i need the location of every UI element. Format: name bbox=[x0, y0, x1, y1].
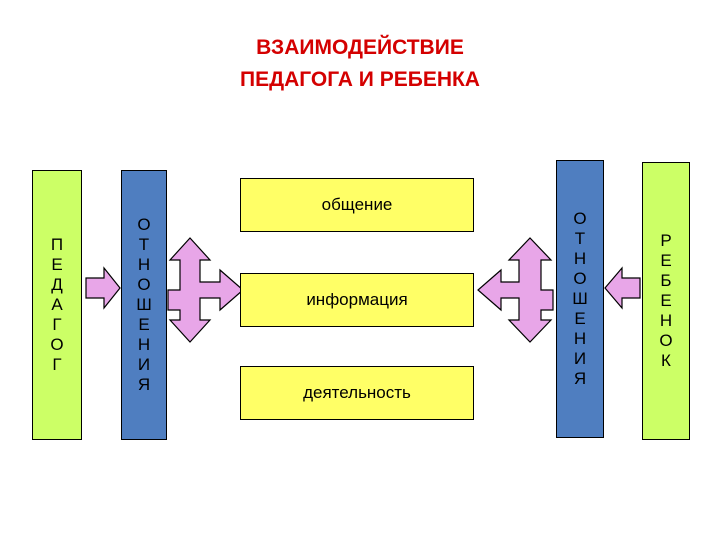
letter: А bbox=[51, 295, 63, 314]
letter: Д bbox=[51, 275, 63, 294]
letter: Е bbox=[138, 315, 150, 334]
title-line-2: ПЕДАГОГА И РЕБЕНКА bbox=[240, 68, 480, 91]
pedagog-letters: П Е Д А Г О Г bbox=[50, 235, 63, 375]
letter: О bbox=[659, 331, 673, 350]
letter: Е bbox=[660, 251, 672, 270]
communication-box: общение bbox=[240, 178, 474, 232]
letter: Г bbox=[52, 355, 62, 374]
right-relations-letters: О Т Н О Ш Е Н И Я bbox=[572, 209, 588, 389]
letter: И bbox=[137, 355, 151, 374]
three-way-arrow-left-icon bbox=[167, 237, 244, 343]
letter: Е bbox=[660, 291, 672, 310]
letter: Я bbox=[573, 369, 587, 388]
letter: Н bbox=[137, 335, 151, 354]
letter: Б bbox=[660, 271, 672, 290]
letter: Ш bbox=[136, 295, 152, 314]
letter: Н bbox=[573, 249, 587, 268]
letter: О bbox=[137, 275, 151, 294]
diagram-title: ВЗАИМОДЕЙСТВИЕ ПЕДАГОГА И РЕБЕНКА bbox=[0, 32, 720, 96]
letter: Н bbox=[137, 255, 151, 274]
letter: Ш bbox=[572, 289, 588, 308]
letter: И bbox=[573, 349, 587, 368]
letter: Г bbox=[52, 315, 62, 334]
letter: О bbox=[137, 215, 151, 234]
letter: Т bbox=[574, 229, 586, 248]
letter: Н bbox=[573, 329, 587, 348]
letter: К bbox=[661, 351, 671, 370]
arrow-right-icon bbox=[85, 266, 121, 310]
right-relations-bar: О Т Н О Ш Е Н И Я bbox=[556, 160, 604, 438]
child-letters: Р Е Б Е Н О К bbox=[659, 231, 672, 371]
pedagog-bar: П Е Д А Г О Г bbox=[32, 170, 82, 440]
information-box: информация bbox=[240, 273, 474, 327]
letter: Е bbox=[51, 255, 63, 274]
letter: Р bbox=[660, 231, 672, 250]
letter: О bbox=[573, 209, 587, 228]
letter: П bbox=[50, 235, 64, 254]
title-line-1: ВЗАИМОДЕЙСТВИЕ bbox=[256, 36, 464, 59]
activity-box: деятельность bbox=[240, 366, 474, 420]
letter: О bbox=[50, 335, 64, 354]
left-relations-letters: О Т Н О Ш Е Н И Я bbox=[136, 215, 152, 395]
arrow-left-icon bbox=[604, 266, 641, 310]
left-relations-bar: О Т Н О Ш Е Н И Я bbox=[121, 170, 167, 440]
letter: Т bbox=[138, 235, 150, 254]
letter: О bbox=[573, 269, 587, 288]
child-bar: Р Е Б Е Н О К bbox=[642, 162, 690, 440]
three-way-arrow-right-icon bbox=[477, 237, 554, 343]
letter: Е bbox=[574, 309, 586, 328]
letter: Н bbox=[659, 311, 673, 330]
letter: Я bbox=[137, 375, 151, 394]
